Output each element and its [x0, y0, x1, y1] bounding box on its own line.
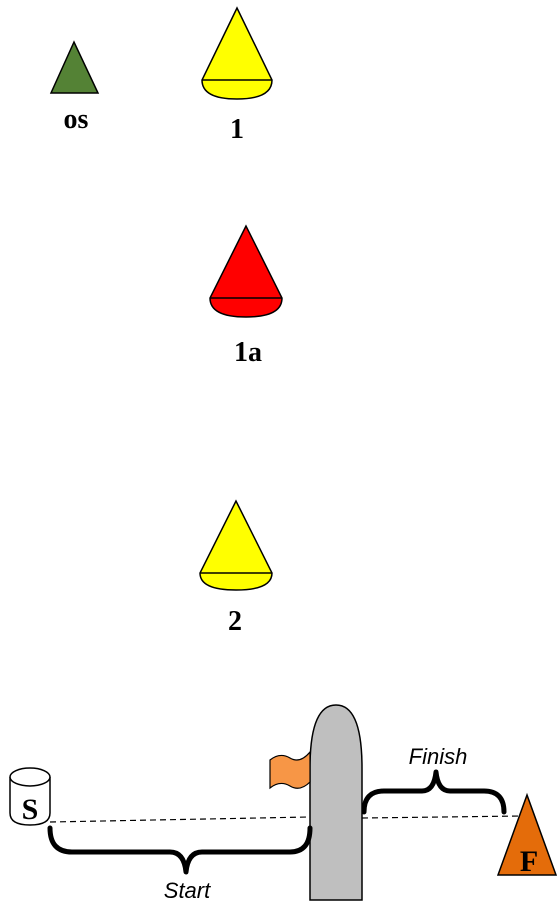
buoy-1-cone-icon	[202, 8, 272, 99]
buoy-1: 1	[202, 8, 272, 145]
flag-icon	[270, 752, 310, 788]
finish-line	[362, 816, 522, 818]
start-brace	[50, 828, 310, 872]
finish-label: Finish	[409, 744, 468, 769]
start-mark-letter: S	[22, 793, 39, 826]
buoy-os-label: os	[64, 104, 89, 135]
committee-boat	[310, 705, 362, 900]
committee-flag	[270, 752, 310, 788]
finish-mark-letter: F	[520, 845, 538, 878]
buoy-2: 2	[200, 501, 272, 637]
start-mark-top	[10, 768, 50, 786]
buoy-2-cone-icon	[200, 501, 272, 590]
buoy-os-triangle-icon	[51, 42, 98, 93]
start-mark: S	[10, 768, 50, 826]
start-line	[50, 817, 310, 822]
buoy-1-label: 1	[230, 114, 244, 145]
buoy-2-label: 2	[228, 606, 242, 637]
buoy-1a: 1a	[210, 226, 282, 368]
finish-mark: F	[498, 795, 556, 878]
committee-boat-hull-icon	[310, 705, 362, 900]
buoy-1a-label: 1a	[234, 337, 262, 368]
buoy-os: os	[51, 42, 98, 135]
buoy-1a-cone-icon	[210, 226, 282, 317]
start-label: Start	[164, 878, 211, 903]
finish-brace	[364, 772, 504, 812]
